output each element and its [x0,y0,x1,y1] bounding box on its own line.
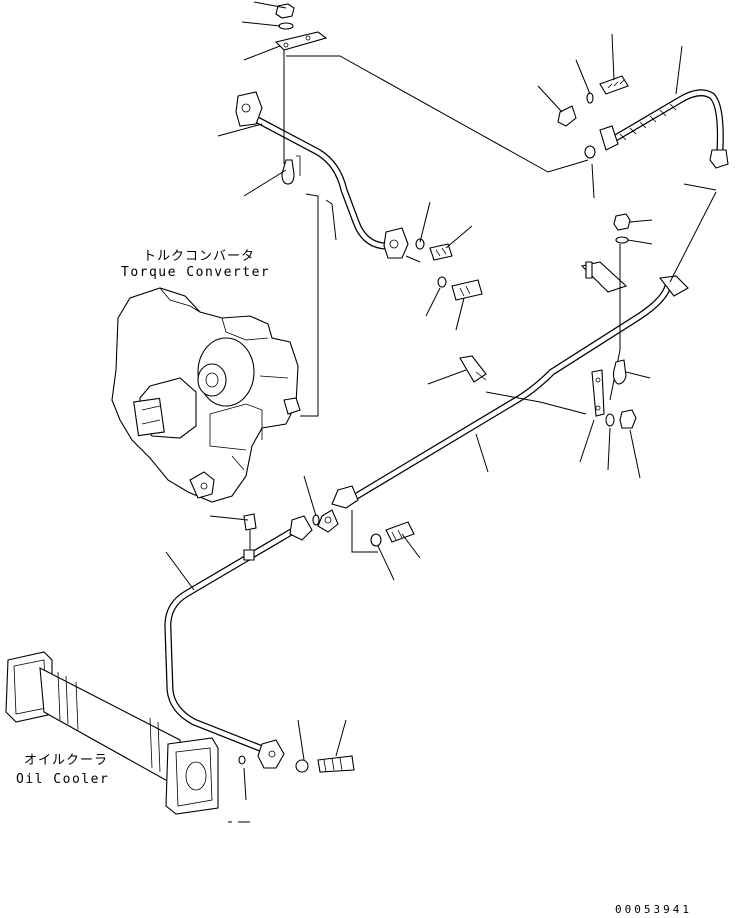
leader-lines [165,1,717,823]
main-tube [317,275,689,533]
oil-cooler-label-jp: オイルクーラ [24,753,108,768]
right-bracket-assembly [459,213,637,429]
bolt-group-lower [238,755,355,773]
torque-converter-label-en: Torque Converter [121,265,270,280]
upper-tube [235,91,409,259]
torque-converter [111,287,301,503]
lower-tube [164,513,313,769]
bolt-group-upper [415,238,483,301]
bolt-group-middle [312,514,415,547]
upper-bracket-assembly [274,3,328,185]
right-hose [557,75,729,169]
torque-converter-label-jp: トルクコンバータ [143,249,255,264]
oil-cooler-label-en: Oil Cooler [16,772,109,787]
oil-cooler [5,651,219,815]
drawing-number: 00053941 [615,903,692,916]
